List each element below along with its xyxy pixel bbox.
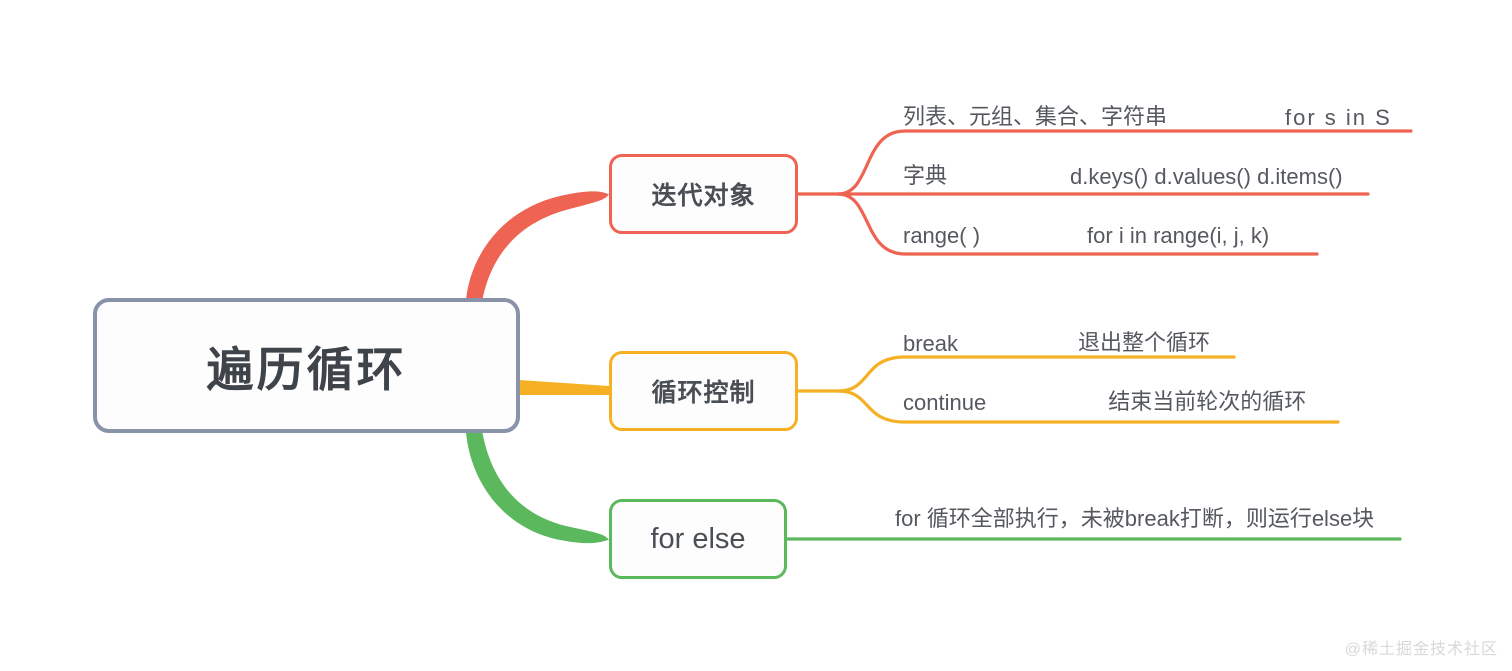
leaf-value: 结束当前轮次的循环 xyxy=(1108,389,1307,414)
trunk-connector-for-else xyxy=(466,430,609,544)
branch-node-iterables[interactable]: 迭代对象 xyxy=(609,154,798,234)
branch-node-iterables-label: 迭代对象 xyxy=(651,182,756,210)
leaf-key: for 循环全部执行，未被break打断，则运行else块 xyxy=(895,506,1375,531)
leaf-key: break xyxy=(903,331,959,356)
leaf-value: 退出整个循环 xyxy=(1078,330,1211,355)
leaf-item: range( ) for i in range(i, j, k) xyxy=(903,211,1269,249)
branch-node-loop-control-label: 循环控制 xyxy=(651,379,756,407)
leaf-item: break 退出整个循环 xyxy=(903,319,1210,357)
root-node[interactable]: 遍历循环 xyxy=(93,298,520,433)
watermark: @稀土掘金技术社区 xyxy=(1344,641,1498,658)
leaf-key: range( ) xyxy=(903,223,981,248)
branch-node-for-else-label: for else xyxy=(650,522,746,555)
branch-node-for-else[interactable]: for else xyxy=(609,499,787,579)
leaf-item: 字典 d.keys() d.values() d.items() xyxy=(903,152,1343,190)
leaf-key: 字典 xyxy=(903,163,948,188)
leaf-item: continue 结束当前轮次的循环 xyxy=(903,378,1306,416)
leaf-value: for s in S xyxy=(1285,105,1392,130)
leaf-item: for 循环全部执行，未被break打断，则运行else块 xyxy=(895,495,1374,533)
leaf-item: 列表、元组、集合、字符串 for s in S xyxy=(903,93,1392,131)
leaf-key: continue xyxy=(903,390,987,415)
leaf-value: for i in range(i, j, k) xyxy=(1087,223,1270,248)
root-node-label: 遍历循环 xyxy=(206,343,407,396)
trunk-connector-iterables xyxy=(466,191,609,302)
branch-node-loop-control[interactable]: 循环控制 xyxy=(609,351,798,431)
leaf-value: d.keys() d.values() d.items() xyxy=(1070,164,1343,189)
trunk-connector-loop-control xyxy=(519,380,609,395)
leaf-key: 列表、元组、集合、字符串 xyxy=(903,104,1168,129)
